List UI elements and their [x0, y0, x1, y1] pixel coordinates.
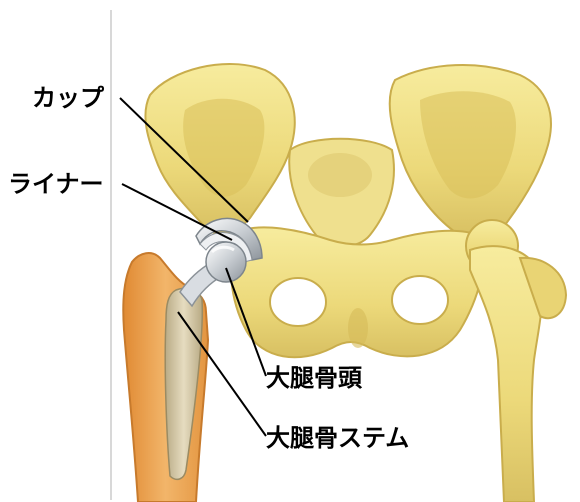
sacral-shade — [308, 153, 372, 197]
label-femoral-head: 大腿骨頭 — [266, 366, 362, 390]
label-cup: カップ — [32, 86, 104, 110]
right-obturator-foramen — [392, 276, 448, 324]
left-obturator-foramen — [270, 278, 326, 326]
label-femoral-stem: 大腿骨ステム — [266, 426, 409, 450]
pubic-symphysis-shade — [348, 308, 368, 348]
label-liner: ライナー — [8, 172, 104, 196]
